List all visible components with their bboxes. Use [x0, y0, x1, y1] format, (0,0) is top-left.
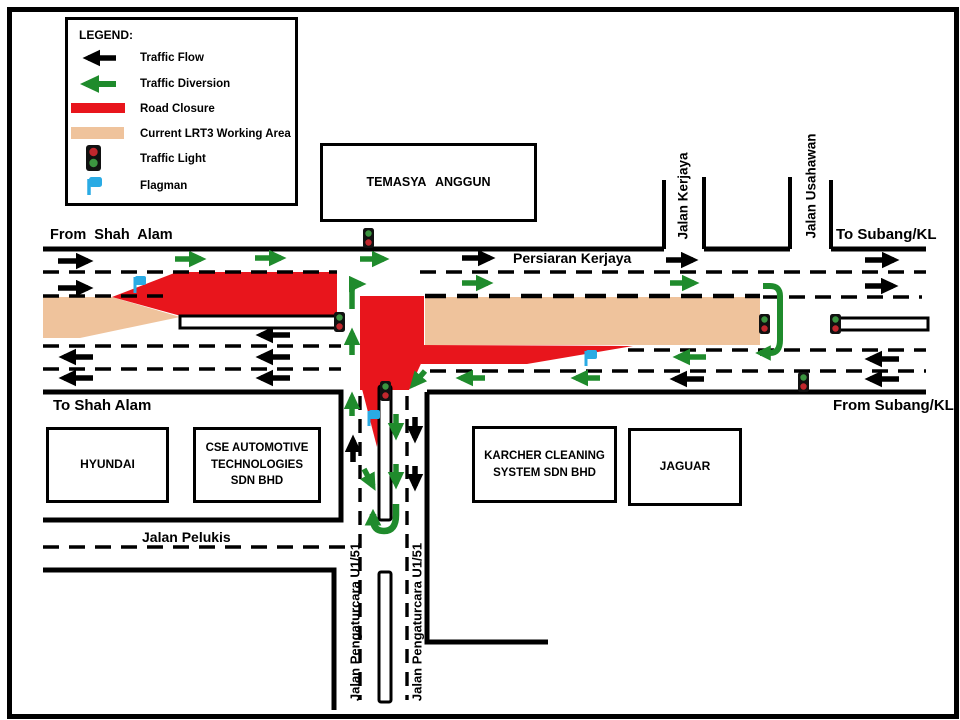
label-to-subang-kl: To Subang/KL: [836, 226, 937, 243]
label-jalan-pengaturcara-east: Jalan Pengaturcara U1/51: [409, 542, 425, 702]
lane-dividers: [43, 270, 926, 700]
traffic-diversion-arrows: [175, 249, 783, 535]
label-jalan-usahawan: Jalan Usahawan: [803, 133, 819, 239]
building-jaguar: JAGUAR: [628, 428, 742, 506]
legend-title: LEGEND:: [79, 28, 133, 42]
legend-item-label: Flagman: [140, 180, 188, 192]
legend-item-label: Current LRT3 Working Area: [140, 128, 291, 140]
lrt3-working-area-east: [425, 297, 760, 345]
traffic-light-icon: [380, 381, 391, 401]
building-karcher: KARCHER CLEANING SYSTEM SDN BHD: [472, 426, 617, 503]
road-closure-east-band: [421, 345, 633, 364]
building-hyundai: HYUNDAI: [46, 427, 169, 503]
road-closure-intersection: [360, 296, 424, 390]
median-island-east: [831, 316, 930, 332]
label-from-subang-kl: From Subang/KL: [833, 397, 954, 414]
median-island-west: [178, 314, 339, 330]
legend: LEGEND: Traffic Flow Traffic Diversion R…: [65, 17, 298, 206]
traffic-flow-arrow-icon: [82, 49, 116, 67]
legend-item-label: Traffic Diversion: [140, 78, 231, 90]
lrt3-working-area-west: [43, 297, 180, 338]
label-jalan-kerjaya: Jalan Kerjaya: [675, 152, 691, 240]
traffic-flow-arrows: [58, 249, 900, 492]
legend-item-label: Road Closure: [140, 103, 215, 115]
road-edges: [43, 246, 926, 710]
traffic-light-icon: [759, 314, 770, 334]
flagman-icon: [133, 276, 146, 293]
page-border: [7, 7, 959, 719]
flagmen: [133, 276, 597, 426]
traffic-light-icon: [363, 228, 374, 248]
traffic-lights: [334, 228, 841, 401]
road-closure-west: [112, 272, 337, 316]
side-road-edges: [662, 177, 833, 249]
lrt3-working-area-bar-icon: [71, 127, 124, 139]
flagman-icon: [87, 177, 102, 195]
flagman-icon: [367, 410, 380, 426]
label-jalan-pelukis: Jalan Pelukis: [142, 529, 231, 545]
label-jalan-pengaturcara-west: Jalan Pengaturcara U1/51: [347, 542, 363, 702]
label-persiaran-kerjaya: Persiaran Kerjaya: [513, 250, 632, 266]
median-islands: [178, 314, 930, 704]
median-island-south-1: [377, 384, 393, 522]
road-closure-bar-icon: [71, 103, 125, 113]
traffic-light-icon: [334, 312, 345, 332]
building-cse-automotive: CSE AUTOMOTIVE TECHNOLOGIES SDN BHD: [193, 427, 321, 503]
legend-item-label: Traffic Light: [140, 153, 206, 165]
traffic-light-icon: [830, 314, 841, 334]
traffic-light-icon: [86, 145, 101, 171]
median-island-south-2: [377, 570, 393, 704]
traffic-light-icon: [798, 372, 809, 392]
label-from-shah-alam: From Shah Alam: [50, 227, 173, 243]
label-to-shah-alam: To Shah Alam: [53, 397, 152, 414]
traffic-diversion-arrow-icon: [80, 75, 116, 93]
flagman-icon: [584, 350, 597, 366]
legend-item-label: Traffic Flow: [140, 52, 204, 64]
building-temasya-anggun: TEMASYA ANGGUN: [320, 143, 537, 222]
